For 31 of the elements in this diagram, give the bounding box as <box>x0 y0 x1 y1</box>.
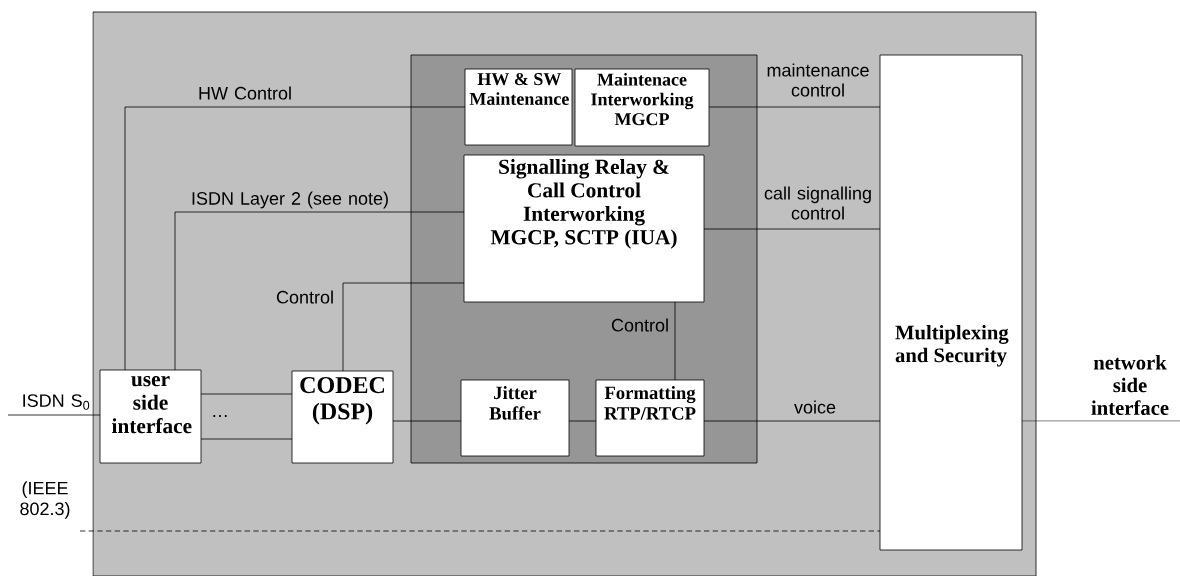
process-box: user side interface <box>99 369 202 464</box>
edge-label: ISDN Layer 2 (see note) <box>192 191 388 209</box>
connector-line <box>342 282 465 372</box>
connector-line <box>124 106 466 371</box>
process-box: HW & SW Maintenance <box>464 68 573 146</box>
process-box: CODEC (DSP) <box>291 370 394 464</box>
edge-label: maintenance control <box>767 63 869 97</box>
connector-line <box>174 211 465 371</box>
connector-line <box>708 106 881 108</box>
edge-label: call signalling control <box>764 186 871 220</box>
edge-label: HW Control <box>199 86 291 100</box>
note-label: (IEEE 802.3) <box>20 481 70 519</box>
connector-line <box>200 393 293 395</box>
edge-label: voice <box>794 400 836 414</box>
dashed-line <box>79 530 881 532</box>
connector-line <box>703 228 881 230</box>
process-box: Jitter Buffer <box>460 379 570 457</box>
connector-line <box>392 420 462 422</box>
interface-label: network side interface <box>1091 355 1169 415</box>
process-box: Multiplexing and Security <box>879 54 1023 551</box>
connector-line <box>200 438 293 440</box>
connector-line <box>568 420 597 422</box>
connector-line <box>674 301 676 381</box>
process-box: Formatting RTP/RTCP <box>595 379 705 457</box>
edge-label: Control <box>276 290 333 304</box>
connector-line <box>703 420 881 422</box>
process-box: Signalling Relay & Call Control Interworking MGCP, SCTP (IUA) <box>463 154 705 303</box>
edge-label: Control <box>611 318 668 332</box>
connector-line <box>7 414 101 416</box>
edge-label: ISDN S$_{0}$ <box>23 394 90 410</box>
process-box: Maintenace Interworking MGCP <box>574 68 710 147</box>
